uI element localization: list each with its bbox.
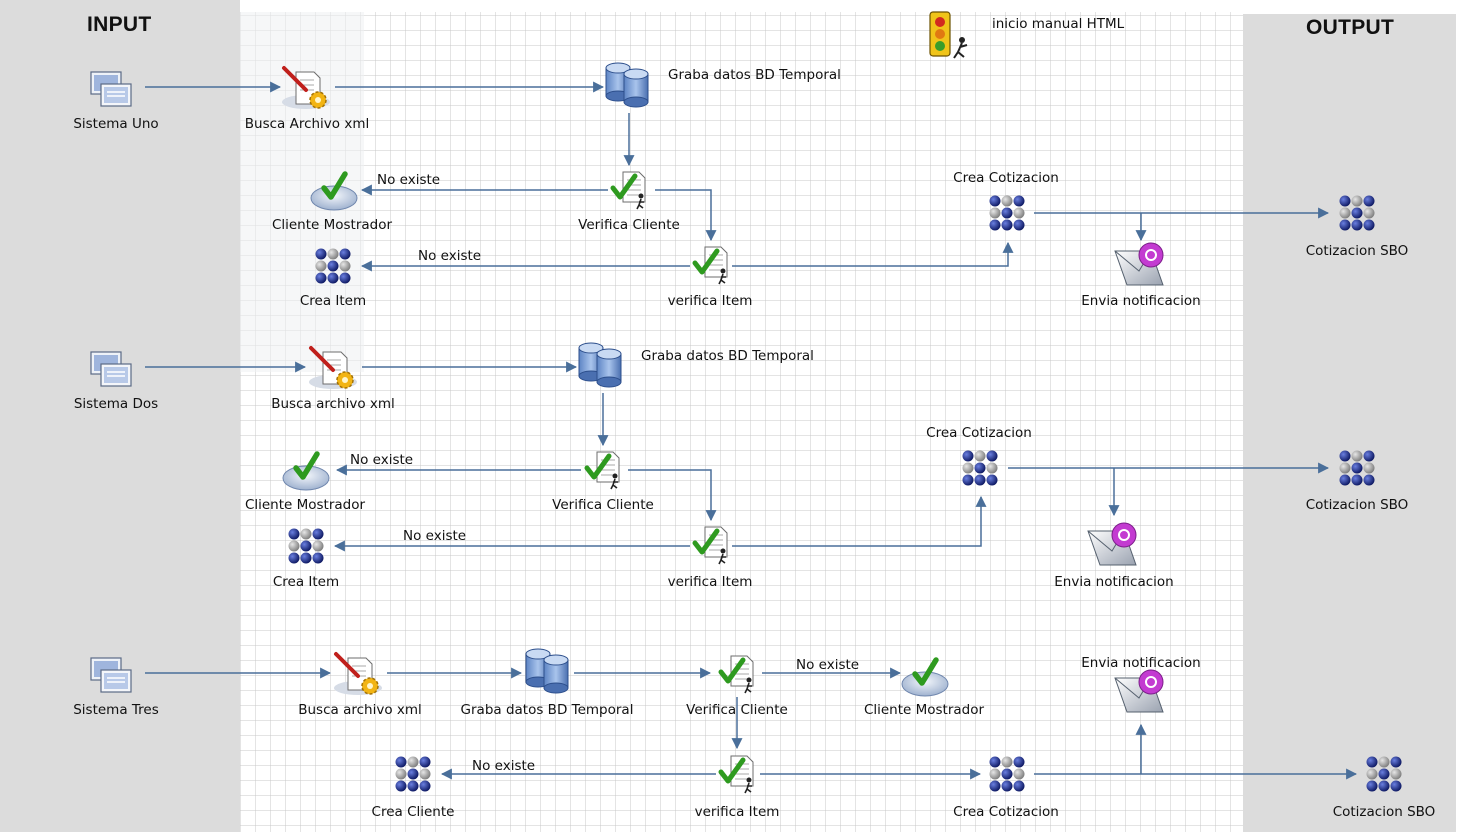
arrow-verifica-item-to-cotizacion-2 — [732, 495, 987, 547]
busca-archivo-label-3: Busca archivo xml — [298, 702, 422, 718]
crea-cotizacion-label-2: Crea Cotizacion — [926, 425, 1032, 441]
dot-grid-icon — [1339, 450, 1375, 486]
database-icon — [525, 648, 569, 694]
busca-archivo-label-2: Busca archivo xml — [271, 396, 395, 412]
arrow-verifica-cliente-to-item-2 — [628, 469, 717, 522]
dot-grid-icon — [315, 248, 351, 284]
checkmark-dish-icon — [901, 657, 949, 697]
verifica-cliente-label-3: Verifica Cliente — [686, 702, 788, 718]
cliente-mostrador-label-1: Cliente Mostrador — [271, 217, 393, 233]
document-gear-icon — [282, 66, 330, 109]
document-gear-icon — [309, 346, 357, 389]
dot-grid-icon — [989, 756, 1025, 792]
system-tres-label: Sistema Tres — [73, 702, 159, 718]
no-existe-cliente-label-2: No existe — [350, 452, 414, 468]
computer-window-icon — [90, 657, 132, 693]
cotizacion-sbo-label-1: Cotizacion SBO — [1305, 243, 1409, 259]
computer-window-icon — [90, 351, 132, 387]
no-existe-item-label-3: No existe — [472, 758, 536, 774]
checkmark-dish-icon — [310, 171, 358, 211]
computer-window-icon — [90, 71, 132, 107]
system-uno-label: Sistema Uno — [73, 116, 159, 132]
crea-cliente-label-3: Crea Cliente — [371, 804, 455, 820]
cotizacion-sbo-label-2: Cotizacion SBO — [1305, 497, 1409, 513]
verifica-item-label-1: verifica Item — [667, 293, 753, 309]
arrow-verifica-item-to-cotizacion-1 — [732, 241, 1014, 267]
verifica-cliente-label-1: Verifica Cliente — [578, 217, 680, 233]
document-gear-icon — [334, 652, 382, 695]
dot-grid-icon — [1339, 195, 1375, 231]
document-check-icon — [584, 451, 620, 490]
email-envelope-icon — [1114, 242, 1164, 286]
crea-item-label-2: Crea Item — [272, 574, 340, 590]
checkmark-dish-icon — [282, 451, 330, 491]
crea-cotizacion-label-3: Crea Cotizacion — [953, 804, 1059, 820]
document-check-icon — [610, 171, 646, 210]
no-existe-item-label-1: No existe — [418, 248, 482, 264]
envia-notificacion-label-3: Envia notificacion — [1081, 655, 1201, 671]
graba-datos-label-1: Graba datos BD Temporal — [668, 67, 841, 83]
email-envelope-icon — [1087, 522, 1137, 566]
cliente-mostrador-label-2: Cliente Mostrador — [244, 497, 366, 513]
output-section-title: OUTPUT — [1306, 16, 1395, 39]
dot-grid-icon — [989, 195, 1025, 231]
verifica-cliente-label-2: Verifica Cliente — [552, 497, 654, 513]
graba-datos-label-2: Graba datos BD Temporal — [641, 348, 814, 364]
crea-cotizacion-label-1: Crea Cotizacion — [953, 170, 1059, 186]
no-existe-cliente-label-1: No existe — [377, 172, 441, 188]
trigger-label: inicio manual HTML — [992, 16, 1125, 32]
crea-item-label-1: Crea Item — [299, 293, 367, 309]
no-existe-cliente-label-3: No existe — [796, 657, 860, 673]
dot-grid-icon — [395, 756, 431, 792]
verifica-item-label-3: verifica Item — [694, 804, 780, 820]
input-section-title: INPUT — [87, 13, 152, 36]
database-icon — [605, 62, 649, 108]
document-check-icon — [692, 526, 728, 565]
arrow-verifica-cliente-to-item-1 — [655, 189, 717, 242]
cliente-mostrador-label-3: Cliente Mostrador — [863, 702, 985, 718]
email-envelope-icon — [1114, 669, 1164, 713]
verifica-item-label-2: verifica Item — [667, 574, 753, 590]
document-check-icon — [718, 755, 754, 794]
busca-archivo-label-1: Busca Archivo xml — [244, 116, 370, 132]
traffic-light-runner-icon — [929, 11, 968, 59]
database-icon — [578, 342, 622, 388]
dot-grid-icon — [1366, 756, 1402, 792]
dot-grid-icon — [288, 528, 324, 564]
document-check-icon — [718, 655, 754, 694]
no-existe-item-label-2: No existe — [403, 528, 467, 544]
envia-notificacion-label-2: Envia notificacion — [1054, 574, 1174, 590]
system-dos-label: Sistema Dos — [73, 396, 159, 412]
dot-grid-icon — [962, 450, 998, 486]
graba-datos-label-3: Graba datos BD Temporal — [460, 702, 634, 718]
envia-notificacion-label-1: Envia notificacion — [1081, 293, 1201, 309]
cotizacion-sbo-label-3: Cotizacion SBO — [1332, 804, 1436, 820]
document-check-icon — [692, 246, 728, 285]
